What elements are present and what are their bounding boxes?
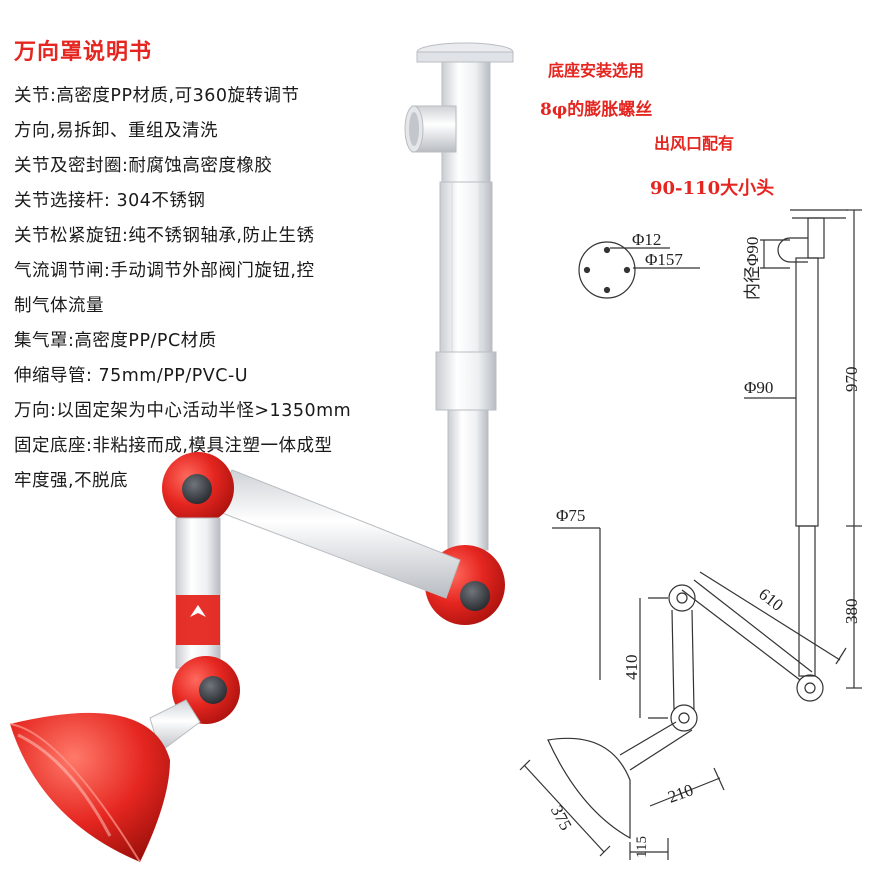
install-note: 底座安装选用: [548, 61, 645, 80]
spec-line: 固定底座:非粘接而成,模具注塑一体成型: [14, 436, 333, 456]
middle-knob-icon: [182, 474, 212, 504]
spec-line: 牢度强,不脱底: [14, 471, 129, 491]
brand-logo-icon: [190, 605, 206, 617]
dim-label: 115: [634, 836, 650, 858]
telescopic-pipe: [439, 181, 493, 353]
flange-topview: [578, 241, 636, 299]
dim-label: Φ157: [645, 250, 683, 269]
dim-label: Φ12: [632, 230, 662, 249]
lower-knob-icon: [199, 676, 227, 704]
dim-label: 内径Φ90: [743, 236, 762, 300]
dim-label: Φ90: [744, 378, 774, 397]
dim-label: 380: [842, 598, 861, 625]
outlet-note: 出风口配有: [654, 134, 735, 153]
spec-line: 关节选接杆: 304不锈钢: [14, 191, 206, 211]
spec-line: 关节松紧旋钮:纯不锈钢轴承,防止生锈: [14, 226, 315, 246]
dim-label: Φ75: [556, 506, 586, 525]
spec-line: 万向:以固定架为中心活动半怪>1350mm: [14, 401, 352, 421]
spec-line: 集气罩:高密度PP/PC材质: [14, 331, 217, 351]
spec-line: 关节及密封圈:耐腐蚀高密度橡胶: [14, 156, 273, 176]
spec-line: 气流调节闸:手动调节外部阀门旋钮,控: [14, 261, 315, 281]
spec-line: 方向,易拆卸、重组及清洗: [14, 121, 219, 141]
spec-line: 制气体流量: [14, 296, 104, 316]
spec-line: 关节:高密度PP材质,可360旋转调节: [14, 86, 300, 106]
upper-knob-icon: [460, 581, 490, 611]
dim-label: 970: [842, 366, 861, 393]
instructions-title: 万向罩说明书: [14, 40, 153, 65]
drawing-hood: [547, 737, 631, 840]
spec-line: 伸缩导管: 75mm/PP/PVC-U: [14, 366, 249, 386]
outlet-note: 90-110大小头: [650, 178, 775, 199]
dim-label: 410: [622, 654, 641, 681]
install-note: 8φ的膨胀螺丝: [540, 100, 653, 120]
drawing-main-pipe: [795, 257, 819, 527]
